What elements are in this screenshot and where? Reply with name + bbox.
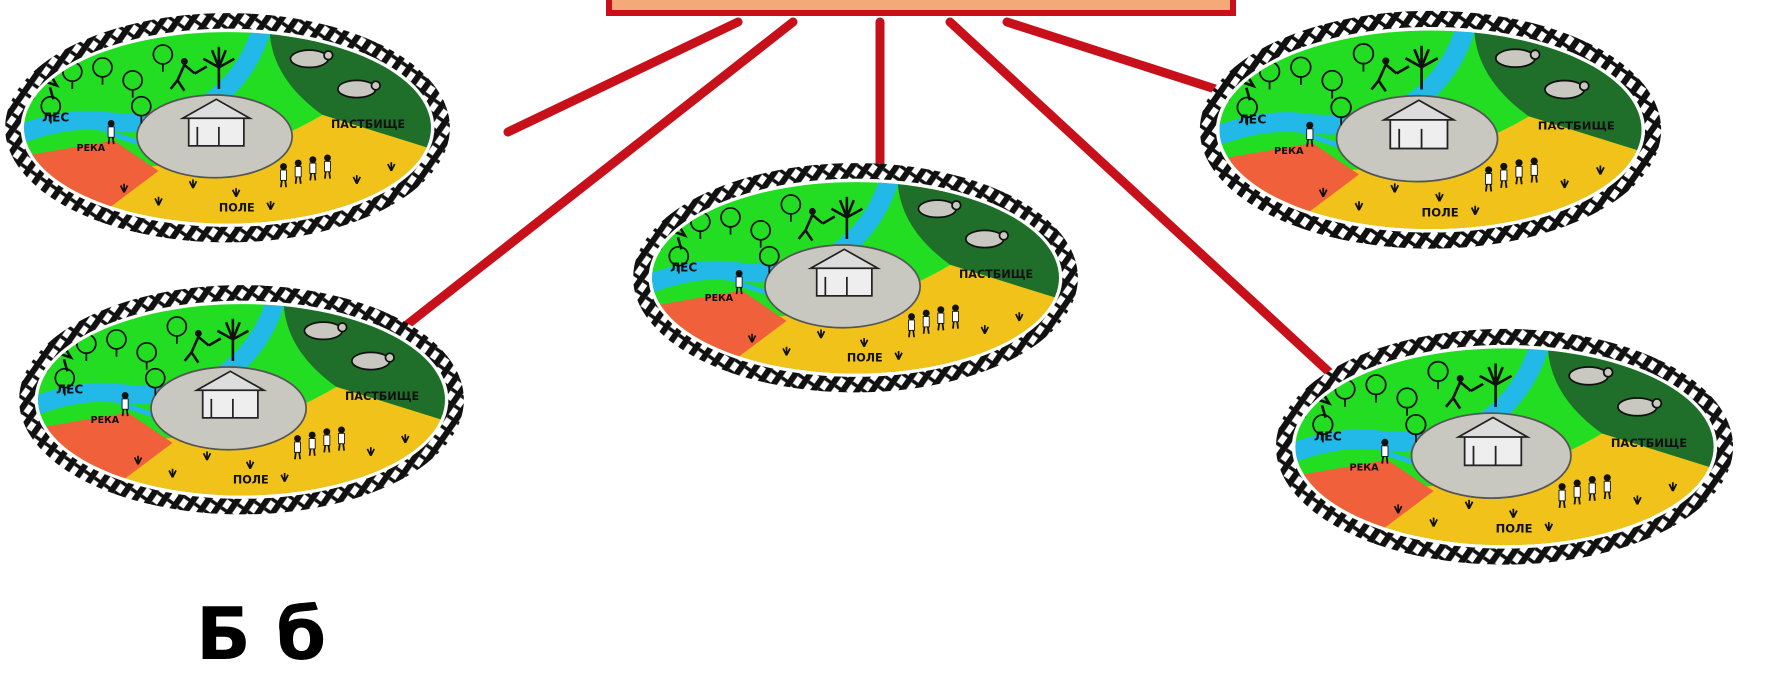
pasture-label: ПАСТБИЩЕ (345, 390, 419, 403)
river-label: РЕКА (77, 143, 106, 154)
settlement-maps: ЛЕСРЕКАПАСТБИЩЕПОЛЕЛЕСРЕКАПАСТБИЩЕПОЛЕЛЕ… (3, 9, 1743, 566)
center-concept-box (606, 0, 1236, 16)
river-label: РЕКА (1349, 463, 1379, 474)
settlement-map: ЛЕС РЕКА ПАСТБИЩЕ ПОЛЕ (3, 11, 460, 244)
field-label: ПОЛЕ (219, 201, 255, 214)
forest-label: ЛЕС (56, 383, 83, 397)
field-label: ПОЛЕ (1422, 205, 1459, 219)
settlement-map: ЛЕС РЕКА ПАСТБИЩЕ ПОЛЕ (17, 283, 474, 516)
field-label: ПОЛЕ (1496, 522, 1533, 536)
diagram-canvas: ЛЕСРЕКАПАСТБИЩЕПОЛЕЛЕСРЕКАПАСТБИЩЕПОЛЕЛЕ… (0, 0, 1787, 630)
field-label: ПОЛЕ (847, 351, 883, 364)
pasture-label: ПАСТБИЩЕ (1538, 119, 1615, 133)
field-label: ПОЛЕ (233, 473, 269, 486)
connector-line (508, 22, 738, 132)
pasture-label: ПАСТБИЩЕ (959, 268, 1033, 281)
river-label: РЕКА (91, 415, 120, 426)
river-label: РЕКА (705, 293, 734, 304)
pasture-label: ПАСТБИЩЕ (331, 118, 405, 131)
settlement-map: ЛЕС РЕКА ПАСТБИЩЕ ПОЛЕ (631, 161, 1088, 394)
river-label: РЕКА (1274, 146, 1304, 157)
settlement-map: ЛЕС РЕКА ПАСТБИЩЕ ПОЛЕ (1274, 327, 1744, 566)
forest-label: ЛЕС (1238, 111, 1266, 126)
forest-label: ЛЕС (670, 261, 697, 275)
pasture-label: ПАСТБИЩЕ (1611, 436, 1687, 450)
bottom-caption: Б б (196, 598, 326, 670)
community-diagram: ЛЕСРЕКАПАСТБИЩЕПОЛЕЛЕСРЕКАПАСТБИЩЕПОЛЕЛЕ… (0, 0, 1787, 630)
forest-label: ЛЕС (1314, 429, 1342, 444)
forest-label: ЛЕС (42, 111, 69, 125)
settlement-map: ЛЕС РЕКА ПАСТБИЩЕ ПОЛЕ (1198, 9, 1672, 250)
